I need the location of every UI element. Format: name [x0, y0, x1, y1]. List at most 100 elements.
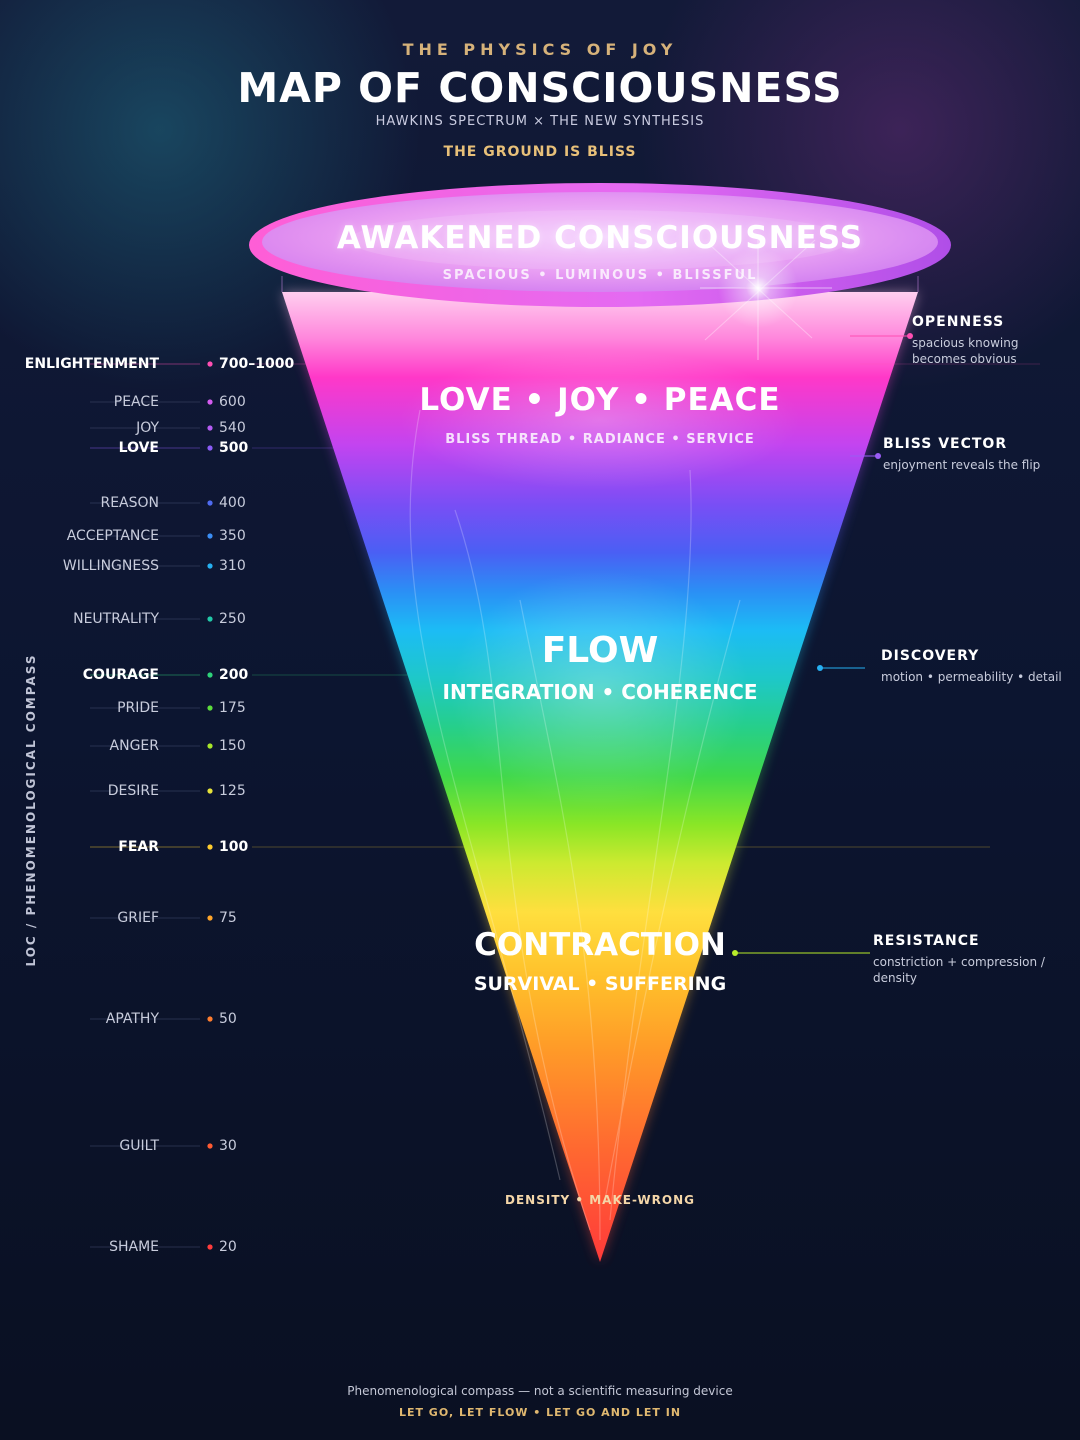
awakened-subtitle: SPACIOUS • LUMINOUS • BLISSFUL	[442, 268, 758, 283]
annotation-title: DISCOVERY	[881, 648, 980, 664]
level-value: 700–1000	[219, 356, 295, 372]
level-row: GRIEF 75	[0, 909, 1080, 927]
level-value: 250	[219, 611, 246, 627]
level-value: 20	[219, 1239, 237, 1255]
level-row: FEAR 100	[0, 838, 1080, 856]
level-dot	[207, 616, 213, 622]
level-dot	[207, 361, 213, 367]
ground-tagline: THE GROUND IS BLISS	[443, 144, 637, 160]
level-name: PRIDE	[117, 700, 159, 716]
sparkle-icon	[700, 239, 832, 360]
annotation-title: OPENNESS	[912, 314, 1005, 330]
level-name: GRIEF	[117, 910, 159, 926]
level-dot	[207, 533, 213, 539]
awakened-title: AWAKENED CONSCIOUSNESS	[336, 220, 864, 256]
level-name: SHAME	[109, 1239, 159, 1255]
level-row: COURAGE 200	[0, 666, 1080, 684]
flow-title: FLOW	[541, 630, 659, 671]
level-value: 50	[219, 1011, 237, 1027]
annotation-dot	[817, 665, 823, 671]
level-value: 350	[219, 528, 246, 544]
level-row: REASON 400	[0, 494, 1080, 512]
level-dot	[207, 445, 213, 451]
level-dot	[207, 1016, 213, 1022]
level-row: ACCEPTANCE 350	[0, 527, 1080, 545]
level-dots	[207, 361, 213, 1250]
level-value: 150	[219, 738, 246, 754]
annotation-desc: motion • permeability • detail	[881, 670, 1062, 684]
level-name: WILLINGNESS	[62, 558, 159, 574]
level-row: ANGER 150	[0, 737, 1080, 755]
level-dot	[207, 1244, 213, 1250]
annotation-desc: spacious knowing	[912, 336, 1019, 350]
flow-glow	[450, 570, 750, 810]
love-title: LOVE • JOY • PEACE	[419, 382, 781, 418]
level-row: GUILT 30	[0, 1137, 1080, 1155]
level-value: 30	[219, 1138, 237, 1154]
level-name: COURAGE	[82, 667, 159, 683]
annotation-desc: becomes obvious	[912, 352, 1017, 366]
level-value: 100	[219, 839, 249, 855]
level-value: 200	[219, 667, 249, 683]
level-dot	[207, 399, 213, 405]
contraction-title: CONTRACTION	[474, 927, 726, 963]
level-value: 540	[219, 420, 246, 436]
annotation-connectors	[732, 333, 1040, 956]
level-dot	[207, 1143, 213, 1149]
level-name: GUILT	[119, 1138, 159, 1154]
level-value: 400	[219, 495, 246, 511]
love-glow	[400, 350, 800, 490]
awakened-rim-highlight	[350, 210, 850, 270]
level-value: 310	[219, 558, 246, 574]
level-row: LOVE 500	[0, 439, 1080, 457]
level-name: NEUTRALITY	[73, 611, 159, 627]
level-name: JOY	[136, 420, 159, 436]
annotation-dot	[875, 453, 881, 459]
level-dot	[207, 915, 213, 921]
level-name: REASON	[100, 495, 159, 511]
level-dot	[207, 743, 213, 749]
level-value: 600	[219, 394, 246, 410]
level-dot	[207, 425, 213, 431]
annotation-desc: enjoyment reveals the flip	[883, 458, 1041, 472]
level-row: NEUTRALITY 250	[0, 610, 1080, 628]
annotation-title: RESISTANCE	[873, 933, 980, 949]
level-dot	[207, 672, 213, 678]
footer-note: Phenomenological compass — not a scienti…	[347, 1384, 733, 1398]
level-name: ANGER	[109, 738, 159, 754]
level-name: ACCEPTANCE	[66, 528, 159, 544]
annotation-title: BLISS VECTOR	[883, 436, 1008, 452]
level-name: PEACE	[113, 394, 159, 410]
level-row: SHAME 20	[0, 1238, 1080, 1256]
annotation-dot	[907, 333, 913, 339]
level-dot	[207, 788, 213, 794]
level-name: APATHY	[105, 1011, 159, 1027]
level-dot	[207, 844, 213, 850]
level-name: DESIRE	[107, 783, 159, 799]
annotation-dot	[732, 950, 738, 956]
level-row: WILLINGNESS 310	[0, 557, 1080, 575]
level-row: ENLIGHTENMENT 700–1000	[0, 355, 1080, 373]
annotation-desc: constriction + compression / density	[873, 955, 1045, 985]
level-name: FEAR	[118, 839, 159, 855]
level-name: ENLIGHTENMENT	[24, 356, 159, 372]
level-name: LOVE	[118, 440, 159, 456]
level-dot	[207, 705, 213, 711]
level-row: APATHY 50	[0, 1010, 1080, 1028]
level-value: 500	[219, 440, 249, 456]
level-row: PEACE 600	[0, 393, 1080, 411]
love-subtitle: BLISS THREAD • RADIANCE • SERVICE	[445, 432, 755, 447]
footer-tagline: LET GO, LET FLOW • LET GO AND LET IN	[398, 1406, 682, 1419]
page-subtitle: HAWKINS SPECTRUM × THE NEW SYNTHESIS	[375, 114, 705, 129]
level-value: 75	[219, 910, 237, 926]
contraction-subtitle: SURVIVAL • SUFFERING	[473, 973, 727, 995]
level-dot	[207, 500, 213, 506]
flow-subtitle: INTEGRATION • COHERENCE	[442, 680, 758, 704]
page-title: MAP OF CONSCIOUSNESS	[237, 64, 843, 112]
density-label: DENSITY • MAKE-WRONG	[505, 1193, 695, 1207]
level-dot	[207, 563, 213, 569]
